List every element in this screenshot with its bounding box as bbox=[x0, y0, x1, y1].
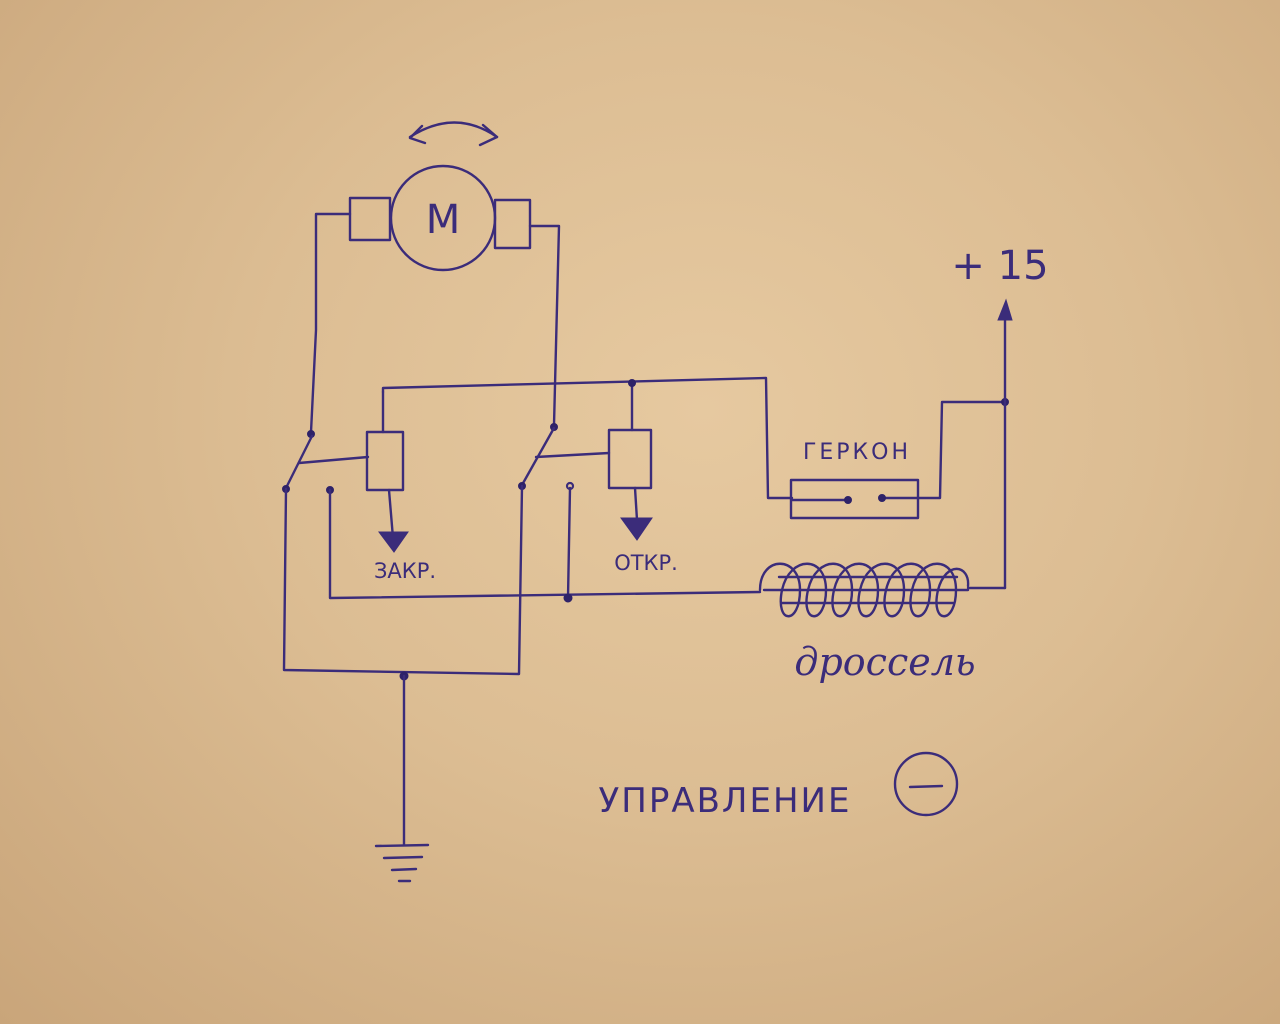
motor-brush-right bbox=[493, 198, 532, 250]
open-relay-coil bbox=[607, 381, 653, 541]
open-relay-label: ОТКР. bbox=[614, 551, 678, 575]
close-coil-ground-arrow bbox=[378, 531, 409, 553]
rotation-arrow bbox=[408, 121, 499, 139]
ground-bar-2 bbox=[382, 855, 424, 860]
rotation-arrowhead-left bbox=[408, 124, 427, 145]
close-relay-contact bbox=[282, 430, 370, 494]
choke: дроссель bbox=[758, 562, 976, 684]
reed-to-supply bbox=[916, 400, 1007, 500]
choke-label: дроссель bbox=[794, 640, 975, 684]
close-relay-coil bbox=[365, 390, 409, 553]
reed-contact-tip-right bbox=[878, 494, 886, 502]
motor-brush-left bbox=[348, 196, 392, 242]
coil-bus-junction bbox=[628, 379, 636, 387]
close-coil-body bbox=[365, 430, 405, 492]
open-coil-body bbox=[607, 428, 653, 490]
choke-winding bbox=[758, 562, 970, 618]
ground-bar-1 bbox=[374, 843, 430, 848]
motor-lead-left bbox=[309, 212, 352, 434]
open-coil-bottom-lead bbox=[633, 486, 639, 522]
supply-label: + 15 bbox=[951, 243, 1048, 289]
reed-switch: ГЕРКОН bbox=[789, 440, 920, 520]
open-no-to-choke bbox=[566, 486, 572, 600]
close-no-to-choke bbox=[328, 488, 762, 600]
open-relay-linkage bbox=[534, 451, 611, 459]
control-note: УПРАВЛЕНИЕ bbox=[599, 751, 959, 821]
coil-bus-to-reed bbox=[381, 376, 794, 500]
ground-return-bus bbox=[282, 484, 524, 676]
motor: M bbox=[348, 121, 532, 272]
choke-junction bbox=[563, 593, 573, 603]
close-relay-label: ЗАКР. bbox=[374, 559, 436, 583]
reed-switch-label: ГЕРКОН bbox=[803, 440, 911, 465]
open-relay-contact bbox=[518, 423, 611, 491]
close-relay-linkage bbox=[297, 455, 370, 465]
open-coil-ground-arrow bbox=[620, 517, 653, 541]
ground-bar-3 bbox=[390, 867, 418, 872]
supply-terminal: + 15 bbox=[951, 243, 1049, 590]
close-coil-bottom-lead bbox=[387, 488, 395, 540]
motor-label: M bbox=[426, 197, 461, 243]
rotation-arrowhead-right bbox=[478, 123, 499, 147]
control-label: УПРАВЛЕНИЕ bbox=[599, 781, 852, 821]
supply-arrow bbox=[997, 298, 1013, 321]
reed-contact-tip-left bbox=[844, 496, 852, 504]
negative-circle bbox=[893, 751, 959, 817]
negative-sign bbox=[908, 784, 944, 789]
ground-symbol bbox=[374, 674, 430, 883]
motor-lead-right bbox=[528, 224, 561, 427]
